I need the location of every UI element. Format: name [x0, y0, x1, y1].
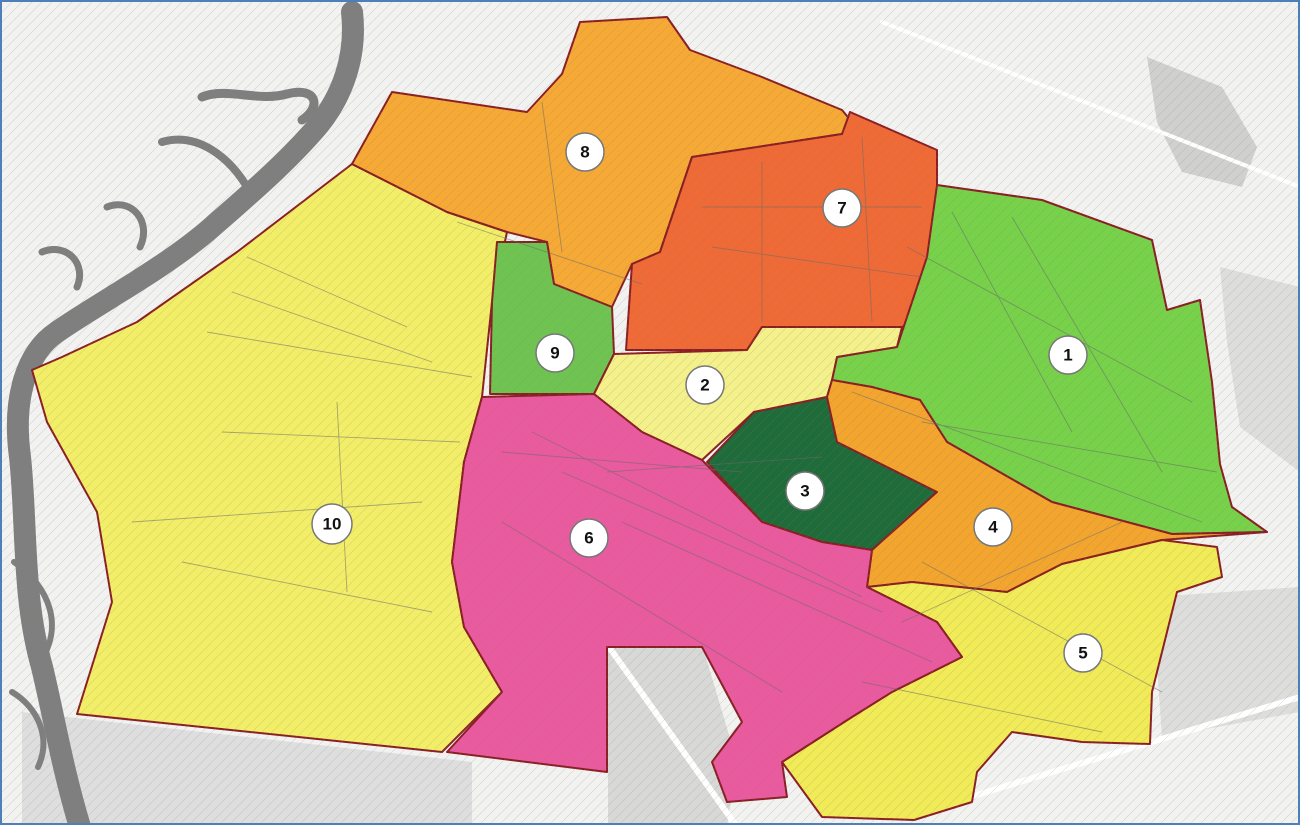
district-labels: 1 2 3 4 5 6 7 [311, 132, 1103, 673]
district-label-9[interactable]: 9 [535, 333, 575, 373]
district-label-5[interactable]: 5 [1063, 633, 1103, 673]
district-label-7[interactable]: 7 [822, 188, 862, 228]
district-label-2[interactable]: 2 [685, 365, 725, 405]
district-label-6[interactable]: 6 [569, 518, 609, 558]
district-label-8[interactable]: 8 [565, 132, 605, 172]
district-label-3[interactable]: 3 [785, 471, 825, 511]
district-label-4[interactable]: 4 [973, 507, 1013, 547]
district-label-1[interactable]: 1 [1048, 335, 1088, 375]
district-label-10[interactable]: 10 [311, 503, 353, 545]
street-network [131, 101, 1218, 733]
